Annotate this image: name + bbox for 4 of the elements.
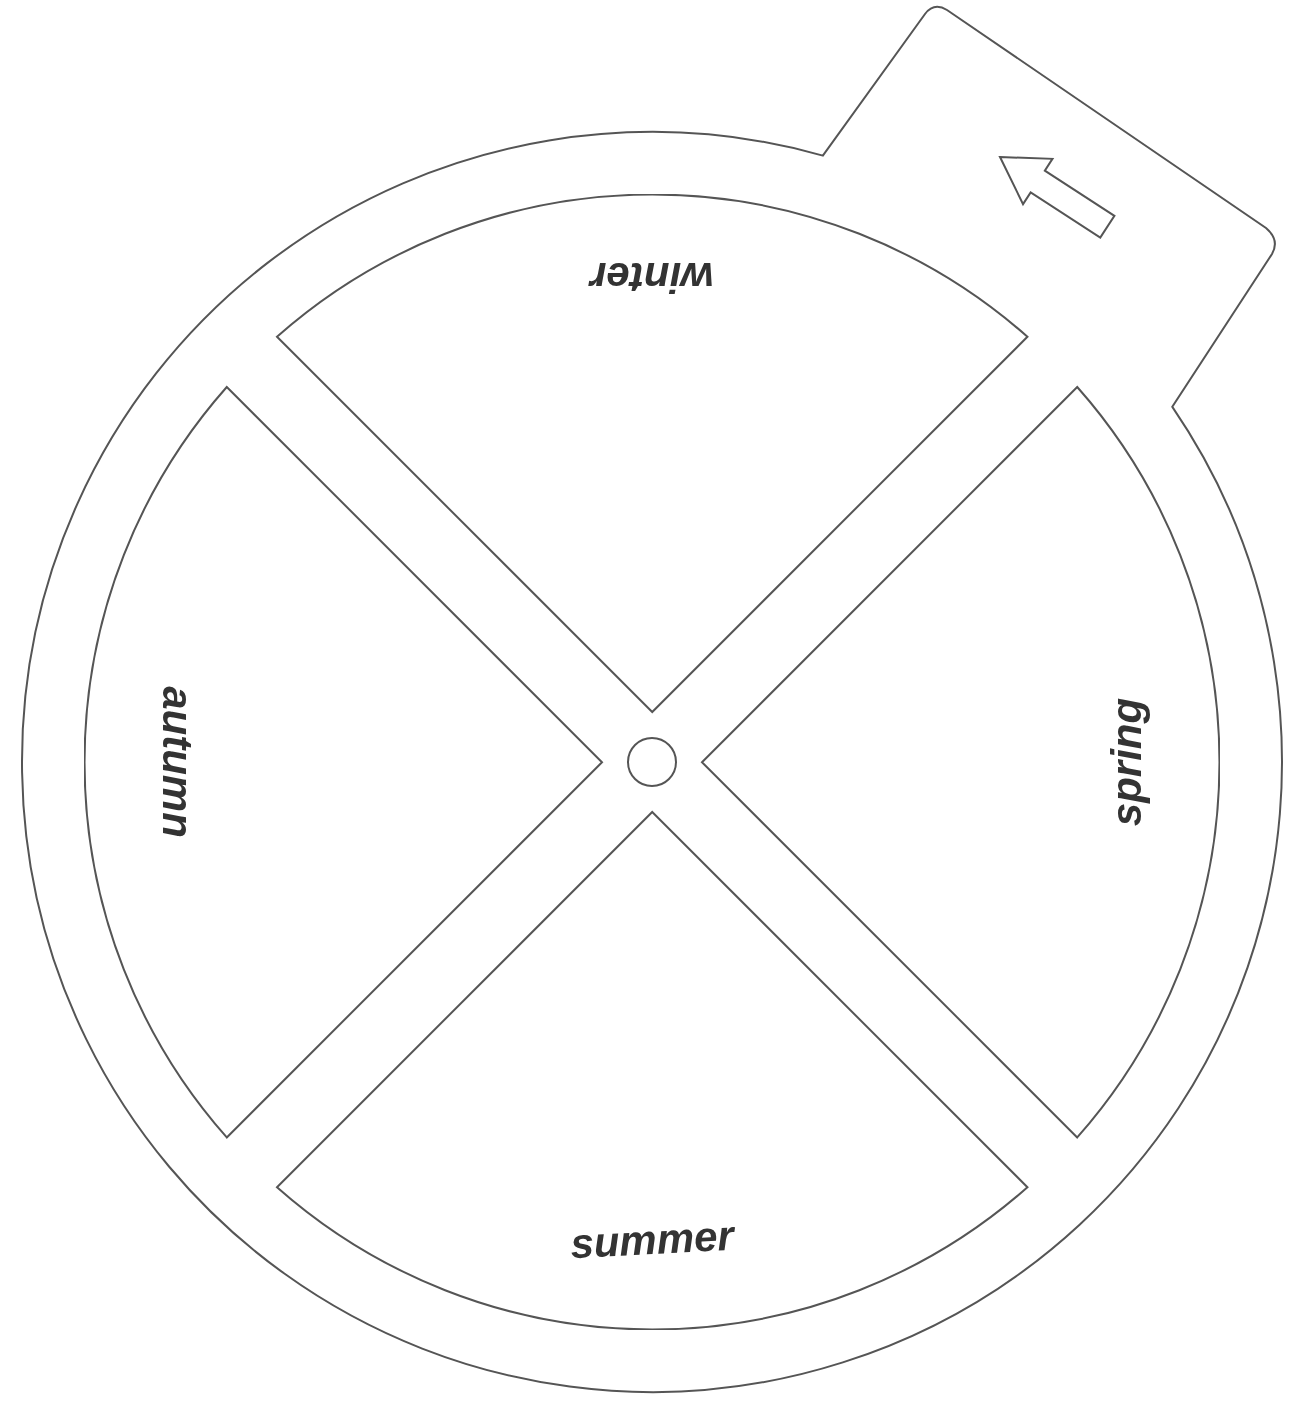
season-label: autumn: [156, 686, 198, 838]
season-label: summer: [569, 1214, 735, 1266]
season-label: winter: [590, 256, 714, 298]
season-label: spring: [1106, 697, 1148, 827]
